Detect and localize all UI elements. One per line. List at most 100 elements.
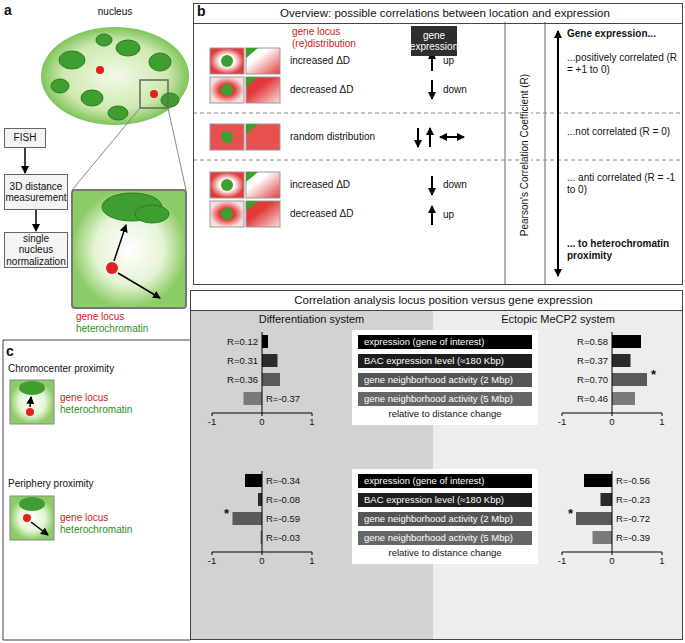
box-text: gene expression: [410, 30, 458, 53]
zero-line: [262, 332, 263, 413]
proximity-icons: [10, 380, 54, 540]
axis-tick: [212, 552, 213, 555]
zero-line: [612, 471, 613, 552]
correlation-value: R=0.46: [577, 392, 608, 405]
box-text: expression (gene of interest): [364, 335, 484, 349]
text-label: up: [443, 55, 454, 67]
correlation-value: R=0.12: [227, 335, 258, 348]
text-label: down: [443, 84, 467, 96]
bar: [593, 531, 613, 544]
g-shape: [51, 34, 179, 120]
text-label: 1: [659, 417, 664, 428]
circle-shape: [106, 262, 118, 274]
bar: [262, 373, 280, 386]
distribution-icons: [210, 48, 280, 227]
text-label: ... anti correlated (R = -1 to 0): [567, 172, 681, 195]
axis-tick: [262, 552, 263, 555]
bar: [244, 392, 263, 405]
bar: [612, 354, 631, 367]
line-shape: [118, 273, 160, 298]
axis-tick: [612, 413, 613, 416]
line-shape: [431, 206, 433, 225]
box-text: BAC expression level (≈180 Kbp): [364, 493, 504, 507]
line-shape: [30, 397, 31, 407]
polygon-shape: [246, 172, 258, 182]
significance-mark: *: [568, 507, 573, 522]
ellipse-shape: [59, 51, 85, 69]
rect-shape: [246, 201, 280, 227]
text-label: c: [6, 343, 14, 359]
ellipse-shape: [161, 93, 179, 107]
zero-line: [262, 471, 263, 552]
process-box: 3D distance measurement: [4, 174, 68, 210]
ellipse-shape: [19, 381, 45, 395]
bar: [245, 474, 262, 487]
bar: [612, 373, 647, 386]
line-shape: [114, 225, 126, 261]
flow-arrow: [35, 210, 37, 231]
rect-shape: [246, 124, 280, 150]
axis-tick: [212, 413, 213, 416]
correlation-value: R=-0.34: [266, 474, 300, 487]
text-label: Gene expression...: [567, 28, 681, 40]
axis-tick: [612, 552, 613, 555]
rect-shape: [72, 190, 186, 308]
zero-line: [612, 332, 613, 413]
axis-tick: [562, 413, 563, 416]
path-shape: [3, 340, 190, 640]
correlation-value: R=0.36: [227, 373, 258, 386]
correlation-value: R=0.37: [577, 354, 608, 367]
axis-tick: [562, 552, 563, 555]
rect-shape: [210, 172, 244, 198]
box-text: expression (gene of interest): [364, 474, 484, 488]
circle-shape: [96, 66, 104, 74]
text-label: 1: [309, 556, 314, 567]
rect-shape: [246, 48, 280, 74]
line-shape: [168, 108, 186, 190]
text-label: ...not correlated (R = 0): [567, 126, 681, 138]
ellipse-shape: [135, 205, 169, 223]
circle-shape: [221, 84, 233, 96]
line-shape: [193, 160, 683, 161]
text-label: relative to distance change: [388, 548, 501, 559]
text-label: -1: [558, 417, 566, 428]
box-text: gene neighborhood activity (5 Mbp): [364, 531, 513, 545]
text-label: heterochromatin: [60, 404, 132, 416]
legend-bar-box: expression (gene of interest): [358, 335, 532, 349]
box-text: FISH: [14, 132, 37, 144]
circle-shape: [221, 131, 233, 143]
rect-shape: [140, 80, 168, 108]
text-label: heterochromatin: [76, 323, 148, 335]
text-label: Chromocenter proximity: [8, 363, 114, 375]
correlation-value: R=-0.03: [266, 531, 300, 544]
circle-shape: [221, 208, 233, 220]
header-box: gene expression: [411, 26, 457, 56]
box-text: single nucleus normalization: [6, 233, 65, 268]
overview-grid: [193, 22, 683, 285]
bar: [258, 493, 262, 506]
bar: [612, 335, 641, 348]
ellipse-shape: [108, 106, 128, 120]
bar: [262, 335, 268, 348]
circle-shape: [221, 179, 233, 191]
line-shape: [505, 22, 506, 285]
process-box: FISH: [4, 128, 46, 148]
line-shape: [431, 176, 433, 195]
text-label: b: [197, 3, 206, 19]
correlation-value: R=-0.39: [616, 531, 650, 544]
rect-shape: [210, 201, 244, 227]
text-label: 1: [659, 556, 664, 567]
expression-arrows: [418, 52, 464, 225]
line-shape: [431, 80, 433, 99]
bars: [612, 335, 647, 405]
panel-heading: Differentiation system: [190, 310, 433, 325]
panel-title: Correlation analysis locus position vers…: [191, 291, 682, 311]
rect-shape: [352, 469, 538, 564]
box-text: gene neighborhood activity (5 Mbp): [364, 392, 513, 406]
text-label: ...positively correlated (R = +1 to 0): [567, 52, 681, 75]
significance-mark: *: [224, 507, 229, 522]
panel-box: Correlation analysis locus position vers…: [190, 290, 683, 640]
circle-shape: [26, 408, 34, 416]
circle-shape: [221, 55, 233, 67]
text-label: gene locus: [60, 392, 108, 404]
